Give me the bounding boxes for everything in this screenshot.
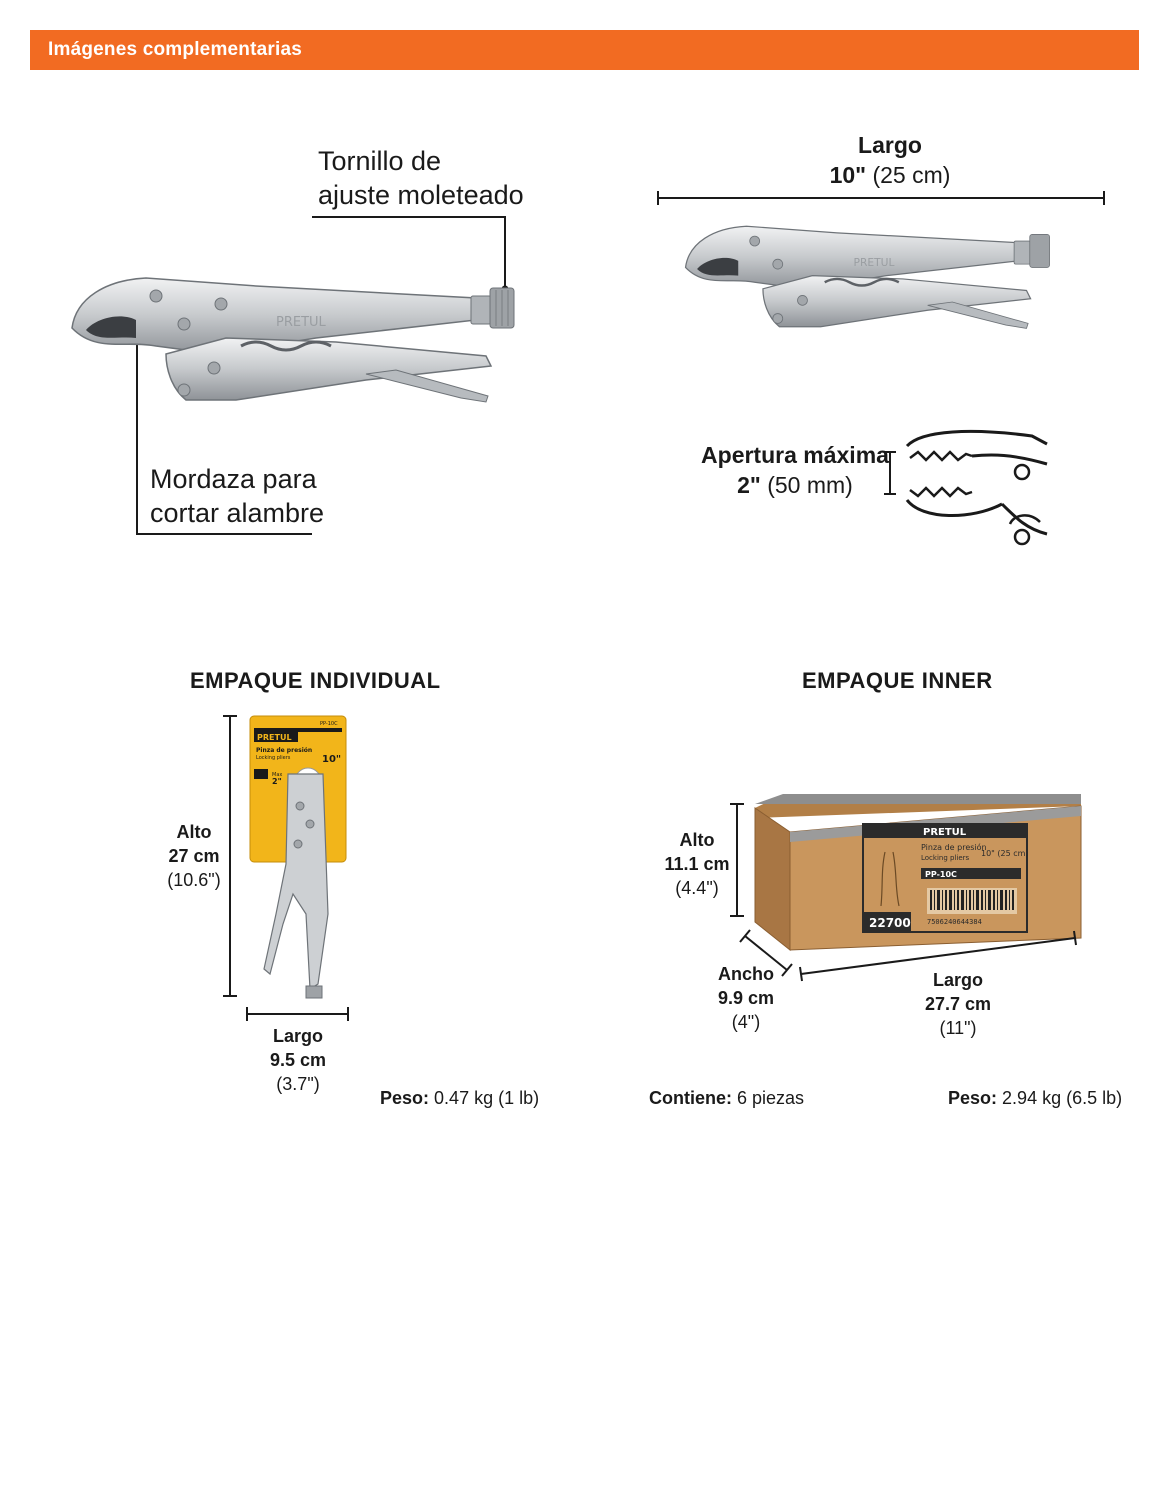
- brand-engraving: PRETUL: [854, 256, 895, 269]
- max-opening-label: Apertura máxima 2" (50 mm): [701, 442, 889, 498]
- tool-length-dimension-line: [657, 191, 1105, 205]
- inner-pack-dimension-lines: [730, 803, 1077, 982]
- card-max-value: 2": [272, 777, 282, 786]
- locking-pliers-image: PRETUL: [71, 277, 515, 403]
- inner-pack-title: EMPAQUE INNER: [802, 668, 993, 693]
- individual-pack-dimension-lines: [223, 715, 349, 1021]
- box-code: PP-10C: [925, 870, 957, 879]
- adjust-screw-callout: Tornillo de ajuste moleteado: [318, 146, 524, 210]
- box-brand: PRETUL: [923, 827, 967, 838]
- section-header: Imágenes complementarias: [30, 30, 1139, 70]
- card-name-es: Pinza de presión: [256, 747, 312, 754]
- inner-length-label: Largo 27.7 cm (11"): [924, 970, 992, 1038]
- jaw-opening-diagram: [884, 429, 1048, 546]
- box-size: 10" (25 cm): [981, 849, 1029, 858]
- inner-weight: Peso: 2.94 kg (6.5 lb): [948, 1088, 1123, 1108]
- inner-contents: Contiene: 6 piezas: [649, 1088, 805, 1108]
- individual-length-label: Largo 9.5 cm (3.7"): [269, 1026, 327, 1094]
- jaw-callout: Mordaza para cortar alambre: [150, 464, 325, 528]
- box-name-en: Locking pliers: [921, 854, 970, 862]
- card-code: PP-10C: [320, 721, 338, 727]
- individual-height-label: Alto 27 cm (10.6"): [167, 822, 221, 890]
- locking-pliers-side-image: PRETUL: [684, 225, 1050, 329]
- individual-weight: Peso: 0.47 kg (1 lb): [380, 1088, 540, 1108]
- box-sku: 22700: [869, 916, 911, 930]
- box-name-es: Pinza de presión: [921, 842, 987, 852]
- barcode-number: 7506240644384: [927, 918, 982, 926]
- tool-length-label: Largo 10" (25 cm): [829, 132, 951, 188]
- card-max-label: Max: [272, 772, 282, 778]
- card-name-en: Locking pliers: [256, 755, 291, 761]
- card-brand: PRETUL: [257, 733, 292, 742]
- individual-pack-image: PRETUL PP-10C Pinza de presión Locking p…: [249, 715, 347, 999]
- inner-pack-box-image: PRETUL Pinza de presión Locking pliers 1…: [754, 794, 1082, 952]
- section-header-title: Imágenes complementarias: [48, 39, 303, 60]
- inner-height-label: Alto 11.1 cm (4.4"): [664, 830, 730, 898]
- card-size: 10": [322, 754, 341, 765]
- inner-width-label: Ancho 9.9 cm (4"): [717, 964, 775, 1032]
- brand-engraving: PRETUL: [276, 315, 327, 330]
- individual-pack-title: EMPAQUE INDIVIDUAL: [190, 668, 441, 693]
- barcode-graphic: [927, 888, 1017, 914]
